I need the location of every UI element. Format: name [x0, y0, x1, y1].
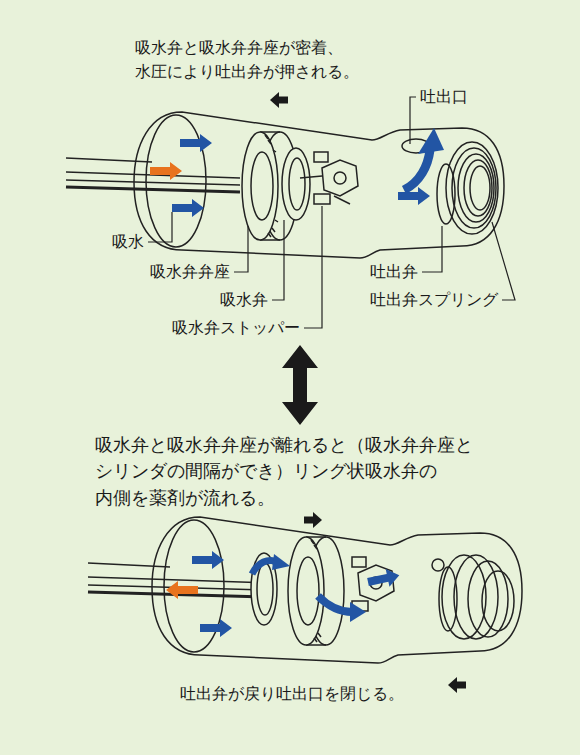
upper-flow-arrows: [180, 134, 212, 152]
cylinder-rim: [146, 115, 206, 247]
state-note: 吸水弁と吸水弁弁座が離れると（吸水弁弁座と シリンダの間隔ができ）リング状吸水弁…: [95, 432, 515, 511]
state-note: 吐出弁が戻り吐出口を閉じる。: [180, 684, 404, 704]
leader-lines: [148, 97, 515, 328]
part-label: 吐出弁: [370, 262, 418, 282]
suction-valve-stopper: [300, 176, 322, 178]
upper-flow-arrows: [150, 162, 182, 180]
upper-flow-arrows: [172, 199, 204, 217]
lower-flow-arrows: [304, 512, 322, 528]
upper-flow-arrows: [418, 128, 444, 154]
discharge-spring: [452, 148, 496, 228]
discharge-spring: [446, 142, 498, 234]
upper-flow-arrows: [404, 150, 430, 190]
cylinder-body: [152, 517, 522, 663]
suction-valve-seat: [288, 537, 324, 645]
upper-flow-arrows: [270, 92, 288, 108]
suction-valve: [257, 563, 273, 615]
suction-hose: [66, 158, 152, 162]
lower-flow-arrows: [350, 602, 366, 622]
suction-valve-seat: [288, 537, 344, 645]
discharge-spring: [446, 142, 498, 234]
part-label: 吸水: [112, 232, 144, 252]
upper-flow-arrows: [398, 187, 430, 205]
suction-valve-seat: [251, 152, 273, 220]
discharge-spring: [458, 154, 494, 222]
leader-lines: [234, 226, 248, 272]
lower-flow-arrows: [200, 619, 232, 637]
lower-pump: [88, 517, 522, 663]
leader-lines: [304, 206, 322, 328]
suction-valve-seat: [265, 135, 278, 237]
suction-valve: [282, 148, 310, 220]
part-label: 吐出口: [420, 87, 468, 107]
discharge-spring: [482, 571, 514, 631]
suction-valve-seat: [311, 540, 321, 642]
lower-flow-arrows: [272, 554, 290, 570]
suction-hose: [66, 187, 240, 192]
part-label: 吸水弁: [220, 290, 268, 310]
leader-lines: [272, 220, 284, 300]
suction-valve-stopper: [334, 172, 346, 184]
lower-flow-arrows: [192, 551, 224, 569]
cylinder-rim: [164, 520, 224, 652]
discharge-spring: [442, 555, 486, 639]
suction-valve-seat: [242, 132, 278, 240]
state-switch-arrow: [282, 345, 318, 425]
suction-hose: [66, 158, 240, 192]
suction-valve-stopper: [314, 194, 330, 204]
leader-lines: [410, 97, 416, 144]
suction-valve-stopper: [322, 160, 358, 196]
outlet-hole: [432, 559, 444, 571]
leader-lines: [148, 212, 172, 242]
suction-valve-stopper: [334, 196, 350, 204]
suction-valve-seat: [297, 557, 319, 625]
lower-flow-arrows: [166, 581, 198, 599]
upper-flow-arrows: [150, 92, 444, 217]
discharge-spring: [442, 555, 514, 639]
leader-lines: [492, 222, 515, 300]
lower-flow-arrows: [366, 567, 401, 591]
part-label: 吸水弁ストッパー: [172, 318, 300, 338]
upper-pump: [66, 112, 504, 258]
part-label: 吸水弁弁座: [150, 262, 230, 282]
cylinder-body: [134, 112, 504, 258]
part-label: 吐出弁スプリング: [370, 290, 498, 310]
suction-hose: [88, 563, 170, 567]
suction-valve: [289, 158, 305, 210]
state-note: 吸水弁と吸水弁弁座が密着、 水圧により吐出弁が押される。: [135, 36, 385, 84]
discharge-spring: [470, 166, 490, 210]
lower-flow-arrows: [448, 677, 466, 693]
suction-valve: [282, 148, 310, 220]
suction-valve-stopper: [300, 152, 358, 204]
lower-flow-arrows: [318, 596, 352, 612]
lower-flow-arrows: [166, 512, 466, 693]
suction-hose: [66, 180, 240, 185]
leader-lines: [422, 226, 442, 272]
suction-valve-stopper: [352, 557, 366, 567]
suction-valve-stopper: [314, 152, 328, 162]
discharge-spring: [464, 160, 492, 216]
